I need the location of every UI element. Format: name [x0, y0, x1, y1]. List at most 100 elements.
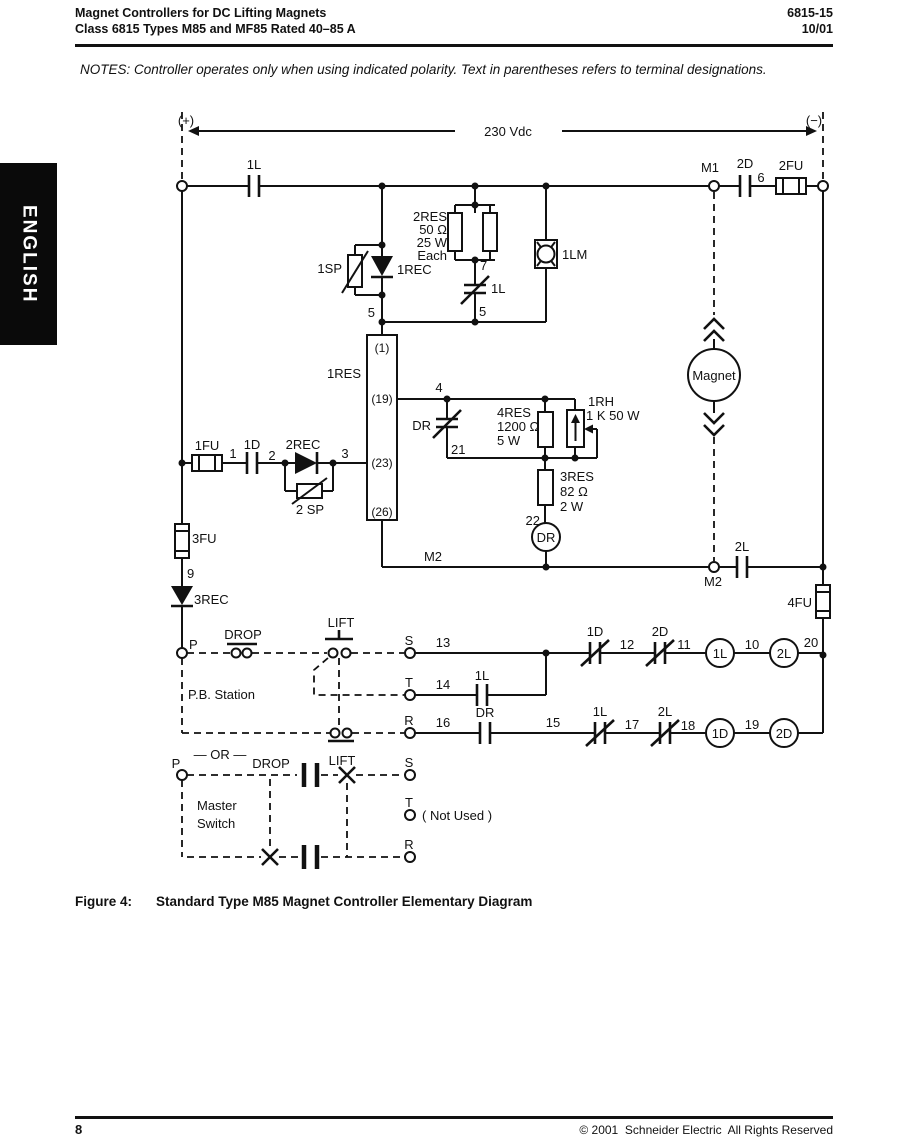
magnet-load: Magnet — [687, 348, 741, 402]
diode-1rec-label: 1REC — [397, 262, 432, 277]
contact-dr-no — [478, 722, 492, 744]
res1-terminal-26: (26) — [371, 505, 392, 519]
rheostat-1rh-value: 1 K 50 W — [586, 408, 640, 423]
not-used-label: ( Not Used ) — [422, 808, 492, 823]
terminal-2-label: 2 — [268, 448, 275, 463]
terminal-18-label: 18 — [681, 718, 695, 733]
master-terminal-r-label: R — [404, 837, 413, 852]
language-tab: ENGLISH — [0, 163, 57, 345]
magnet-branch: Magnet M2 — [687, 192, 741, 589]
rheostat-1rh-label: 1RH — [588, 394, 614, 409]
pushbutton-lift — [325, 630, 353, 659]
res3-label-1: 3RES — [560, 469, 594, 484]
res1-terminal-23: (23) — [371, 456, 392, 470]
contact-dr-label: DR — [412, 418, 431, 433]
terminal-s-label: S — [405, 633, 414, 648]
res3-label-2: 82 Ω — [560, 484, 588, 499]
master-drop-label: DROP — [252, 756, 290, 771]
terminal-12-label: 12 — [620, 637, 634, 652]
polarity-positive: (+) — [178, 113, 194, 128]
left-rail: 3FU 9 3REC P — [171, 191, 229, 659]
terminal-7-label: 7 — [480, 258, 487, 273]
coil-1d: 1D — [705, 718, 735, 748]
master-switch-label-1: Master — [197, 798, 237, 813]
terminal-r-label: R — [404, 713, 413, 728]
contact-2l-nc-label: 2L — [658, 704, 672, 719]
pushbutton-lift-label: LIFT — [328, 615, 355, 630]
fuse-4fu-label: 4FU — [787, 595, 812, 610]
terminal-6-label: 6 — [757, 170, 764, 185]
res3-label-3: 2 W — [560, 499, 584, 514]
disconnect-up-icon — [703, 317, 725, 342]
coil-2d: 2D — [769, 718, 799, 748]
resistor-2res-a — [447, 212, 463, 252]
coil-2l: 2L — [769, 638, 799, 668]
pushbutton-drop-label: DROP — [224, 627, 262, 642]
relay-1lm — [534, 239, 558, 269]
arrow-left-icon — [188, 126, 199, 136]
contact-2d-nc-label: 2D — [652, 624, 669, 639]
svg-text:1L: 1L — [713, 646, 727, 661]
header-title-line2: Class 6815 Types M85 and MF85 Rated 40–8… — [75, 22, 356, 36]
contact-dr-no-label: DR — [476, 705, 495, 720]
lm1-branch: 1LM — [534, 186, 587, 322]
diode-2rec-label: 2REC — [286, 437, 321, 452]
resistor-4res — [537, 411, 554, 448]
resistor-3res — [537, 469, 554, 506]
top-bus: 1L M1 2D 6 2FU — [176, 156, 829, 197]
polarity-negative: (−) — [806, 113, 822, 128]
cam-closed-drop-icon — [261, 848, 279, 866]
terminal-13-label: 13 — [436, 635, 450, 650]
header-title-line1: Magnet Controllers for DC Lifting Magnet… — [75, 6, 327, 20]
res4-label-2: 1200 Ω — [497, 419, 540, 434]
cam-closed-lift-icon — [338, 766, 356, 784]
fuse-4fu — [815, 584, 831, 619]
terminal-11-label: 11 — [677, 637, 691, 652]
terminal-16-label: 16 — [436, 715, 450, 730]
m2-line-label: M2 — [424, 549, 442, 564]
terminal-m1-label: M1 — [701, 160, 719, 175]
terminal-m2-label: M2 — [704, 574, 722, 589]
res2-label-2: 50 Ω — [419, 222, 447, 237]
resistor-2res-b — [482, 212, 498, 252]
master-terminal-p-label: P — [172, 756, 181, 771]
figure-title: Standard Type M85 Magnet Controller Elem… — [156, 894, 533, 909]
terminal-4-label: 4 — [435, 380, 442, 395]
fuse-1fu-label: 1FU — [195, 438, 220, 453]
svg-text:Magnet: Magnet — [692, 368, 736, 383]
fuse-2fu-label: 2FU — [779, 158, 804, 173]
terminal-19-label: 19 — [745, 717, 759, 732]
terminal-21-label: 21 — [451, 442, 465, 457]
terminal-14-label: 14 — [436, 677, 450, 692]
terminal-5-right-label: 5 — [479, 304, 486, 319]
terminal-5-left-label: 5 — [368, 305, 375, 320]
figure-caption: Figure 4:Standard Type M85 Magnet Contro… — [75, 894, 532, 909]
pushbutton-drop — [227, 642, 257, 659]
control-row-drop: 16 DR 15 1L 17 2L 18 — [415, 704, 823, 748]
diode-3rec — [171, 586, 193, 608]
res2-branch: 2RES 50 Ω 25 W Each 7 1L 5 — [382, 186, 546, 326]
terminal-22-label: 22 — [526, 513, 540, 528]
terminal-t-label: T — [405, 675, 413, 690]
res1-terminal-19: (19) — [371, 392, 392, 406]
fuse-2fu — [775, 177, 807, 195]
terminal-p-label: P — [189, 637, 198, 652]
master-terminal-s-label: S — [405, 755, 414, 770]
diode-2rec — [295, 452, 319, 474]
snubber-branch: 1SP 1REC 5 — [317, 186, 432, 335]
master-contact-bottom — [301, 845, 320, 869]
varistor-1sp-label: 1SP — [317, 261, 342, 276]
footer-rule — [75, 1116, 833, 1119]
master-terminal-t-label: T — [405, 795, 413, 810]
coil-1l: 1L — [705, 638, 735, 668]
pushbutton-lift-nc — [328, 727, 354, 743]
res2-label-1: 2RES — [413, 209, 447, 224]
terminal-10-label: 10 — [745, 637, 759, 652]
svg-text:1D: 1D — [712, 726, 729, 741]
res2-label-3: 25 W — [417, 235, 448, 250]
contact-1l-seal-label: 1L — [475, 668, 489, 683]
coil-dr: DR — [531, 522, 561, 552]
relay-1lm-label: 1LM — [562, 247, 587, 262]
